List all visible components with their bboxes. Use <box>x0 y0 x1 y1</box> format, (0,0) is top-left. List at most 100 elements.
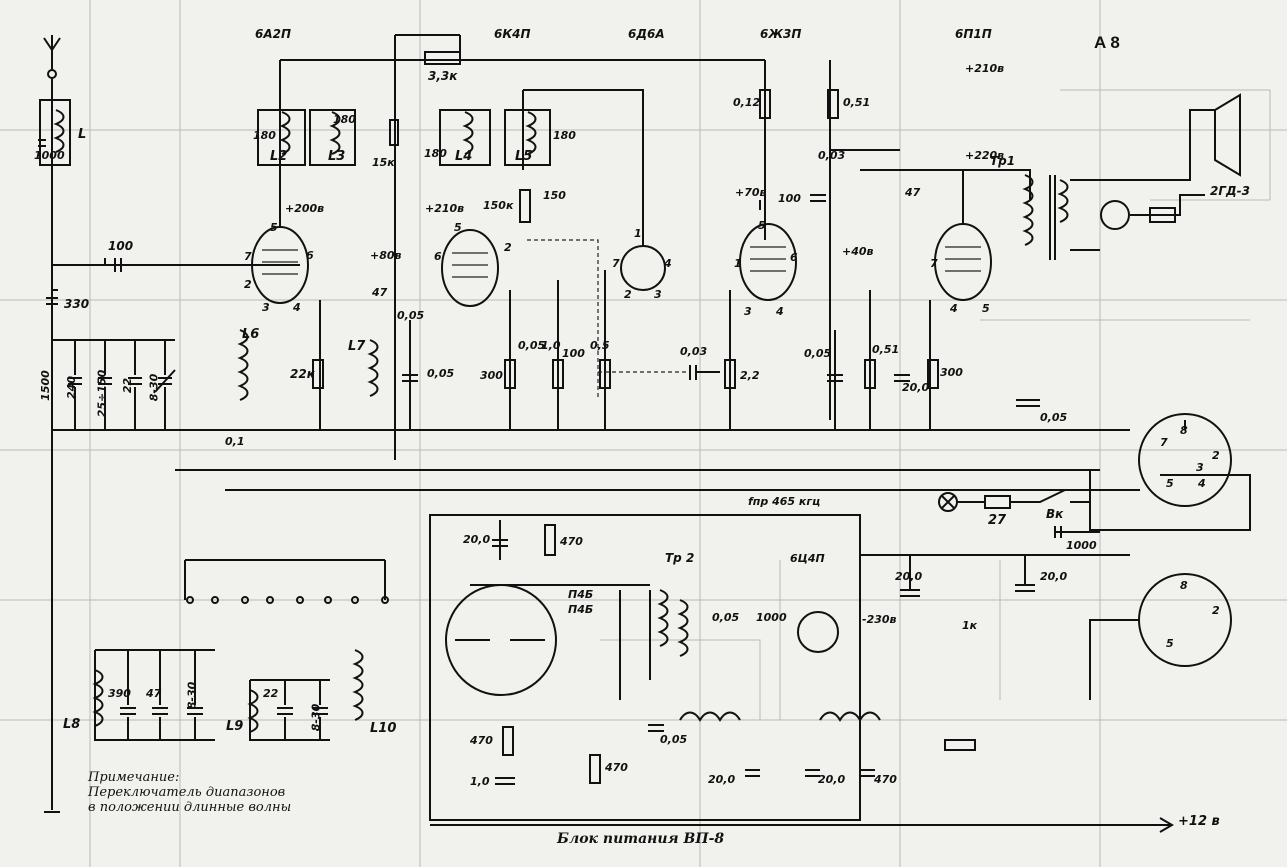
cap-100-b: 100 <box>778 192 801 205</box>
supply-minus230: -230в <box>862 613 897 626</box>
inductor-L3: L3 <box>328 149 346 164</box>
res-1k: 1к <box>962 619 978 632</box>
ground-rail <box>44 100 60 813</box>
pin-num: 6 <box>790 251 798 264</box>
inductor-L: L <box>78 127 87 142</box>
cap-200-c: 20,0 <box>895 570 923 583</box>
oscillator-coils <box>92 649 364 741</box>
cap-8-30: 8-30 <box>147 373 161 402</box>
res-15k: 15к <box>372 156 395 169</box>
cap-200-b: 20,0 <box>463 533 491 546</box>
cap-01: 0,1 <box>225 435 245 448</box>
cap-47-b: 47 <box>905 186 921 199</box>
inductor-L9: L9 <box>226 719 244 734</box>
cap-47-a: 47 <box>372 286 388 299</box>
cap-005-c: 0,05 <box>518 339 546 352</box>
octal-sockets <box>1089 413 1251 700</box>
pin-num: 7 <box>612 257 620 270</box>
cap-8-30-b: 8-30 <box>185 681 199 710</box>
pin-num: 4 <box>664 257 672 270</box>
cap-10-b: 1,0 <box>470 775 490 788</box>
corner-mark: A 8 <box>1094 33 1120 52</box>
pin-num: 7 <box>930 257 938 270</box>
cap-150: 150 <box>543 189 566 202</box>
res-22k: 22к <box>290 367 315 381</box>
pin-num: 6 <box>434 250 442 263</box>
output-stage <box>1022 93 1241 260</box>
inductor-L8: L8 <box>63 717 81 732</box>
cap-005-f: 0,05 <box>660 733 688 746</box>
cap-180-d: 180 <box>553 129 576 142</box>
cap-10: 1,0 <box>541 339 561 352</box>
res-470-a: 470 <box>560 535 583 548</box>
cap-005-e: 0,05 <box>1040 411 1068 424</box>
pin-num: 5 <box>454 221 462 234</box>
inductor-L7: L7 <box>348 339 366 354</box>
tube-label-6zh3p: 6Ж3П <box>760 27 802 41</box>
pin-num: 2 <box>244 278 252 291</box>
power-transformer-label: Тр 2 <box>665 551 695 565</box>
if-frequency-label: fпр 465 кгц <box>748 495 821 508</box>
pin-num: 3 <box>744 305 752 318</box>
cap-200-d: 20,0 <box>1040 570 1068 583</box>
pin-num: 1 <box>634 227 642 240</box>
supply-210-top: +210в <box>965 62 1005 75</box>
cap-240: 240 <box>64 376 78 399</box>
supply-70: +70в <box>735 186 767 199</box>
tube-label-6p1p: 6П1П <box>955 27 992 41</box>
inductor-L5: L5 <box>515 149 533 164</box>
cap-005-g: 0,05 <box>712 611 740 624</box>
cap-003-a: 0,03 <box>680 345 708 358</box>
pin-num: 3 <box>654 288 662 301</box>
note-heading: Примечание: <box>88 770 180 785</box>
pin-num: 5 <box>982 302 990 315</box>
transistor-label-b: П4Б <box>568 603 594 616</box>
socket-pin: 3 <box>1196 461 1204 474</box>
socket-pin: 5 <box>1166 477 1174 490</box>
cap-200-e: 20,0 <box>708 773 736 786</box>
plate-wiring <box>279 34 1031 460</box>
cap-1000: 1000 <box>34 149 65 162</box>
socket-pin: 8 <box>1180 579 1188 592</box>
input-cap-bank <box>46 258 300 431</box>
cap-22-b: 22 <box>263 687 279 700</box>
socket-pin: 7 <box>1160 436 1168 449</box>
cap-100: 100 <box>108 239 134 253</box>
cap-22: 22 <box>121 377 135 394</box>
output-transformer-label: Тр1 <box>990 154 1016 168</box>
res-3-3k: 3,3к <box>428 69 458 83</box>
cap-180-a: 180 <box>253 129 276 142</box>
res-300: 300 <box>480 369 503 382</box>
cap-180-c: 180 <box>424 147 447 160</box>
tube-label-6d6a: 6Д6А <box>628 27 665 41</box>
cap-003-b: 0,03 <box>818 149 846 162</box>
lamp-fuse-switch <box>938 489 1100 538</box>
res-012: 0,12 <box>733 96 761 109</box>
note-line-2: в положении длинные волны <box>88 800 292 815</box>
res-470-b: 470 <box>470 734 493 747</box>
inductor-L6: L6 <box>242 327 260 342</box>
socket-pin: 2 <box>1212 449 1220 462</box>
cap-1500: 1500 <box>38 370 52 401</box>
transistor-label-a: П4Б <box>568 588 594 601</box>
cap-330: 330 <box>64 297 90 311</box>
band-switch <box>184 559 389 604</box>
res-470-c: 470 <box>605 761 628 774</box>
speaker-label: 2ГД-3 <box>1210 184 1251 198</box>
pin-num: 4 <box>293 301 301 314</box>
pin-num: 5 <box>758 219 766 232</box>
inductor-L2: L2 <box>270 149 288 164</box>
tube-label-6k4p: 6К4П <box>494 27 531 41</box>
supply-200: +200в <box>285 202 325 215</box>
antenna <box>43 35 61 100</box>
rectifier-tube-label: 6Ц4П <box>790 552 825 565</box>
cap-1000-c: 1000 <box>756 611 787 624</box>
tube-label-6a2p: 6А2П <box>255 27 292 41</box>
cap-470: 470 <box>874 773 897 786</box>
cap-200-a: 20,0 <box>902 381 930 394</box>
note-block: Примечание: Переключатель диапазонов в п… <box>88 770 291 815</box>
if-transformers <box>257 109 551 166</box>
pin-num: 1 <box>734 257 742 270</box>
